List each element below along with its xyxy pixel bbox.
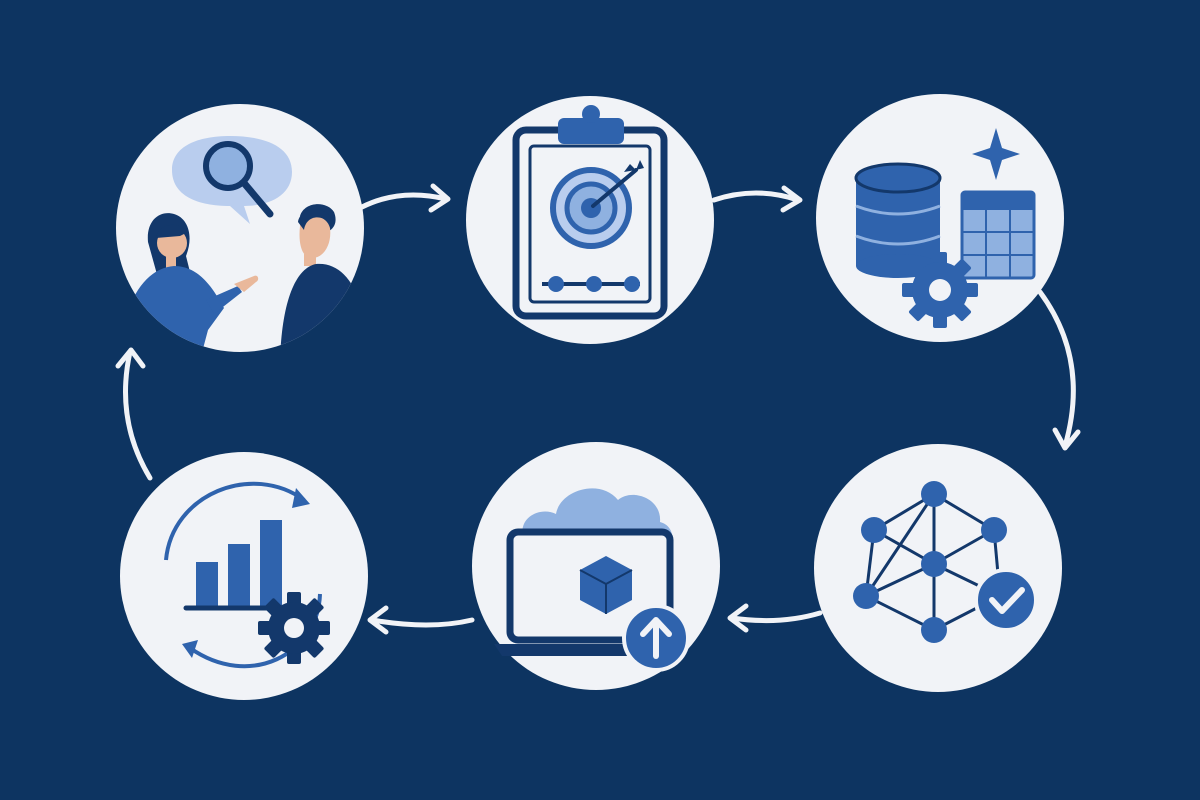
step-6-node: [120, 452, 368, 700]
chart-cycle-gear-icon: [164, 481, 330, 668]
arrow-step6-to-step1: [115, 347, 153, 481]
step-3-node: [816, 94, 1064, 342]
step-5-node: [472, 442, 720, 690]
arrow-step2-to-step3: [711, 185, 803, 213]
arrow-step4-to-step5: [727, 603, 823, 633]
arrow-step1-to-step2: [359, 183, 451, 213]
network-check-icon: [853, 481, 1038, 643]
step-2-node: [466, 96, 714, 344]
laptop-cloud-deploy-icon: [494, 488, 690, 672]
arrow-step3-to-step4: [1037, 289, 1081, 451]
step-1-node: [116, 104, 364, 352]
database-table-gear-icon: [854, 128, 1036, 328]
arrow-step5-to-step6: [367, 605, 475, 635]
clipboard-target-icon: [512, 105, 668, 320]
step-4-node: [814, 444, 1062, 692]
